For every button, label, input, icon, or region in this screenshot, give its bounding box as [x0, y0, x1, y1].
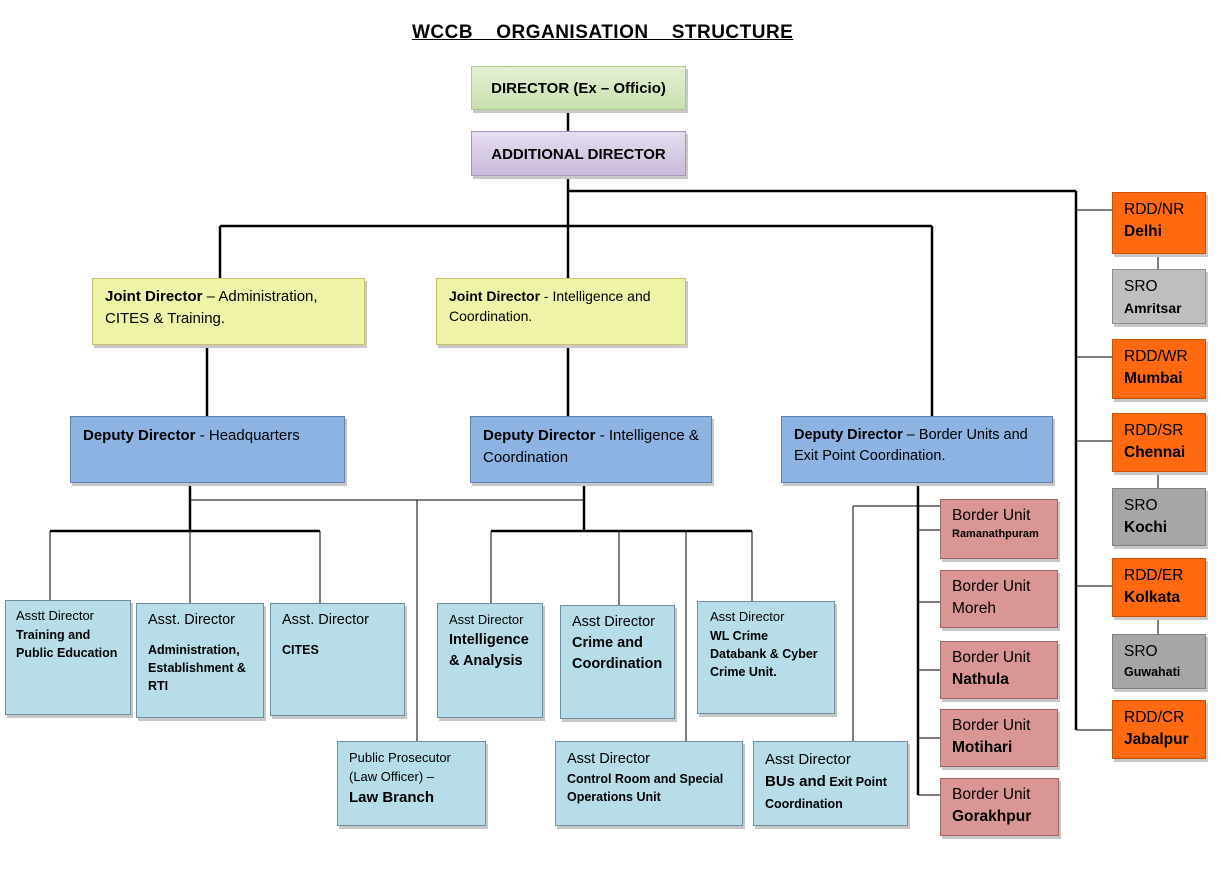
border-unit-label: Border Unit [952, 507, 1031, 524]
border-unit-place: Motihari [952, 739, 1013, 757]
dd-intel-desc: - Intelligence & Coordination [483, 427, 699, 466]
additional-director-label: ADDITIONAL DIRECTOR [491, 146, 666, 163]
dd-border-desc: – Border Units and Exit Point Coordinati… [794, 427, 1028, 465]
region-place: Chennai [1124, 444, 1186, 462]
region-box-jabalpur: RDD/CR Jabalpur [1112, 700, 1206, 759]
jd-intel-desc: - Intelligence and Coordination. [449, 288, 651, 325]
director-box: DIRECTOR (Ex – Officio) [471, 66, 686, 110]
border-unit-ramanathpuram: Border Unit Ramanathpuram [940, 499, 1058, 559]
border-unit-label: Border Unit [952, 578, 1031, 595]
ad-cites-desc: CITES [282, 643, 319, 658]
border-unit-motihari: Border Unit Motihari [940, 709, 1058, 767]
region-box-kolkata: RDD/ER Kolkata [1112, 558, 1206, 617]
region-place: Guwahati [1124, 665, 1181, 680]
prosecutor-title: Public Prosecutor (Law Officer) – [349, 750, 451, 784]
prosecutor-box: Public Prosecutor (Law Officer) – Law Br… [337, 741, 486, 826]
dd-hq-desc: - Headquarters [195, 427, 300, 444]
ad-bus-desc: Exit Point Coordination [765, 774, 887, 811]
ad-ia-title: Asst Director [449, 612, 524, 627]
dd-intel-title: Deputy Director [483, 427, 596, 444]
ad-admin-box: Asst. Director Administration, Establish… [136, 603, 264, 718]
border-unit-gorakhpur: Border Unit Gorakhpur [940, 778, 1059, 836]
region-place: Jabalpur [1124, 731, 1189, 749]
director-label: DIRECTOR (Ex – Officio) [491, 80, 666, 97]
jd-admin-title: Joint Director [105, 288, 203, 305]
region-place: Mumbai [1124, 370, 1183, 388]
ad-admin-title: Asst. Director [148, 612, 236, 628]
region-place: Kolkata [1124, 589, 1180, 607]
border-unit-place: Ramanathpuram [952, 528, 1039, 541]
region-box-mumbai: RDD/WR Mumbai [1112, 339, 1206, 399]
border-unit-label: Border Unit [952, 717, 1031, 734]
border-unit-place: Nathula [952, 671, 1009, 689]
region-place: Kochi [1124, 519, 1168, 537]
region-label: RDD/SR [1124, 422, 1184, 439]
jd-intel-title: Joint Director [449, 288, 541, 304]
border-unit-label: Border Unit [952, 786, 1031, 803]
region-place: Amritsar [1124, 300, 1182, 317]
ad-admin-desc: Administration, Establishment & RTI [148, 643, 246, 694]
ad-cites-title: Asst. Director [282, 612, 370, 628]
dd-hq-box: Deputy Director - Headquarters [70, 416, 345, 483]
region-box-chennai: RDD/SR Chennai [1112, 413, 1206, 472]
region-label: RDD/NR [1124, 201, 1185, 218]
ad-training-box: Asstt Director Training and Public Educa… [5, 600, 131, 715]
ad-wl-desc: WL Crime Databank & Cyber Crime Unit. [710, 628, 818, 680]
ad-crime-desc: Crime and Coordination [572, 635, 663, 673]
dd-border-title: Deputy Director [794, 427, 903, 443]
region-label: RDD/ER [1124, 567, 1184, 584]
border-unit-place: Moreh [952, 600, 996, 618]
prosecutor-desc: Law Branch [349, 788, 435, 806]
ad-bus-title: Asst Director [765, 751, 851, 768]
border-unit-place: Gorakhpur [952, 808, 1032, 826]
region-box-kochi: SRO Kochi [1112, 488, 1206, 546]
ad-ia-desc: Intelligence & Analysis [449, 631, 529, 669]
region-box-guwahati: SRO Guwahati [1112, 634, 1206, 689]
ad-control-desc: Control Room and Special Operations Unit [567, 772, 724, 805]
dd-intel-box: Deputy Director - Intelligence & Coordin… [470, 416, 712, 483]
jd-intel-box: Joint Director - Intelligence and Coordi… [436, 278, 686, 345]
ad-bus-box: Asst Director BUs and Exit Point Coordin… [753, 741, 908, 826]
region-place: Delhi [1124, 223, 1162, 241]
region-label: RDD/CR [1124, 709, 1185, 726]
ad-wl-title: Asst Director [710, 609, 785, 624]
ad-training-title: Asstt Director [16, 608, 95, 623]
ad-crime-title: Asst Director [572, 614, 655, 630]
region-box-amritsar: SRO Amritsar [1112, 269, 1206, 324]
ad-wl-crime-box: Asst Director WL Crime Databank & Cyber … [697, 601, 835, 714]
region-label: SRO [1124, 497, 1158, 514]
ad-cites-box: Asst. Director CITES [270, 603, 405, 716]
jd-admin-box: Joint Director – Administration, CITES &… [92, 278, 365, 345]
ad-training-desc: Training and Public Education [16, 627, 118, 660]
ad-control-title: Asst Director [567, 751, 650, 767]
additional-director-box: ADDITIONAL DIRECTOR [471, 131, 686, 176]
ad-crime-box: Asst Director Crime and Coordination [560, 605, 675, 719]
region-label: RDD/WR [1124, 348, 1188, 365]
region-label: SRO [1124, 278, 1158, 295]
region-label: SRO [1124, 643, 1158, 660]
region-box-delhi: RDD/NR Delhi [1112, 192, 1206, 254]
dd-hq-title: Deputy Director [83, 427, 196, 444]
border-unit-nathula: Border Unit Nathula [940, 641, 1058, 699]
ad-control-room-box: Asst Director Control Room and Special O… [555, 741, 743, 826]
border-unit-moreh: Border Unit Moreh [940, 570, 1058, 628]
jd-admin-desc: – Administration, CITES & Training. [105, 288, 318, 327]
border-unit-label: Border Unit [952, 649, 1031, 666]
chart-title: WCCB ORGANISATION STRUCTURE [412, 22, 794, 43]
ad-intel-analysis-box: Asst Director Intelligence & Analysis [437, 603, 543, 718]
ad-bus-desc-big: BUs and [765, 772, 826, 790]
dd-border-box: Deputy Director – Border Units and Exit … [781, 416, 1053, 483]
